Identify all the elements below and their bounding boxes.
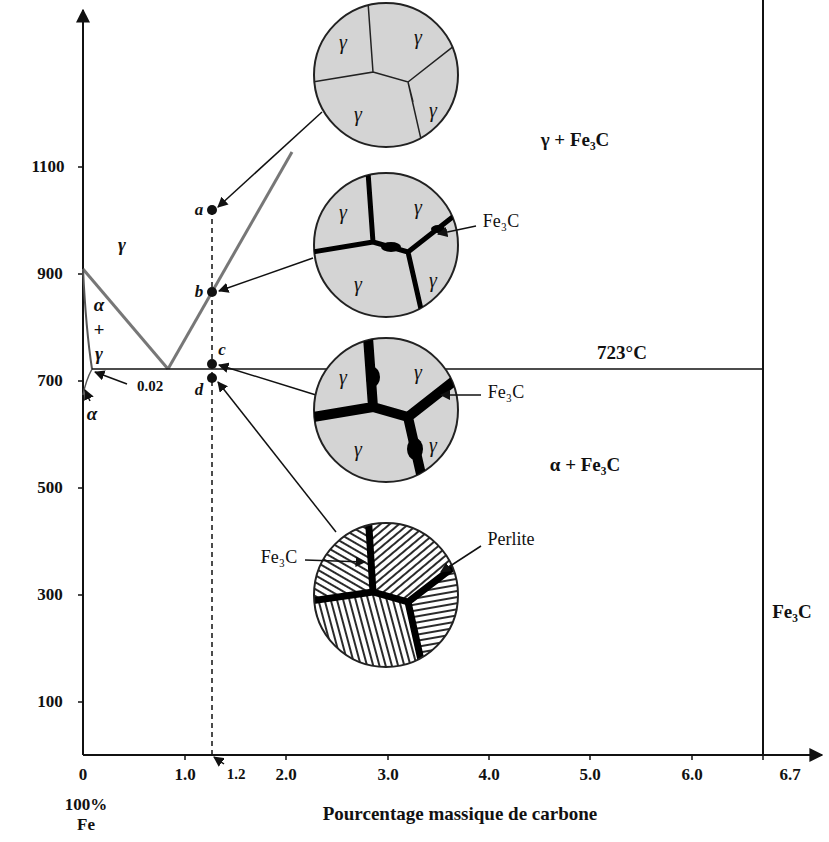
axis-tick: 2.0 [275,765,296,785]
phase-region: γ + Fe₃C [541,129,610,152]
circle-outline [313,172,459,318]
phase-label: γ [354,438,362,460]
phase-label: α + γ [92,293,106,367]
axis-tick: 500 [37,478,63,498]
phase-label: γ [354,103,362,125]
axis-tick: 700 [37,371,63,391]
temperature-label: 723°C [597,342,647,365]
callout-label: Fe₃C [483,212,519,232]
phase-label: γ [339,366,347,388]
axis-tick: 1.0 [174,765,195,785]
axis-tick: 6.0 [681,765,702,785]
axis-tick: 3.0 [377,765,398,785]
phase-label: γ [429,99,437,121]
leader-lines [85,112,336,764]
phase-label: γ [414,26,422,48]
circle-outline [313,337,459,483]
phase-label: α [87,403,98,426]
microstructure-circle: γ γ γ γ [313,2,459,148]
axis-tick: 4.0 [478,765,499,785]
phase-label: γ [339,31,347,53]
phase-label: γ [414,361,422,383]
phase-label: γ [429,434,437,456]
phase-label: Fe₃C [772,601,811,624]
microstructure-circle: γγγγFe₃C [313,172,459,318]
axis-origin: 100% Fe [63,795,109,834]
axis-tick: 900 [37,264,63,284]
microstructure-circle: Fe₃CPerlite [313,522,459,668]
composition-line [207,205,217,755]
callout-label: Perlite [488,530,535,550]
axis-tick: 100 [37,692,63,712]
composition-value: 0.02 [137,377,163,395]
axis-tick: 6.7 [779,765,800,785]
phase-label: γ [429,269,437,291]
point-label: b [195,282,204,302]
callout-label: Fe₃C [261,548,297,568]
callout-label: Fe₃C [488,383,524,403]
axis-tick: 300 [37,585,63,605]
point-label: a [195,200,204,220]
phase-label: γ [118,234,126,257]
circle-outline [313,522,459,668]
point-label: d [195,380,204,400]
point-label: c [218,340,226,360]
microstructure-circle: γγγγFe₃C [313,337,459,483]
phase-label: γ [414,196,422,218]
phase-region: α + Fe₃C [550,454,620,477]
axis-tick: 1100 [31,157,64,177]
phase-label: γ [354,273,362,295]
axes [78,0,822,760]
circle-outline [313,2,459,148]
axis-tick: 5.0 [579,765,600,785]
axis-tick: 0 [79,765,88,785]
axis-title: Pourcentage massique de carbone [323,803,598,826]
composition-value: 1.2 [227,765,246,783]
phase-label: γ [339,201,347,223]
